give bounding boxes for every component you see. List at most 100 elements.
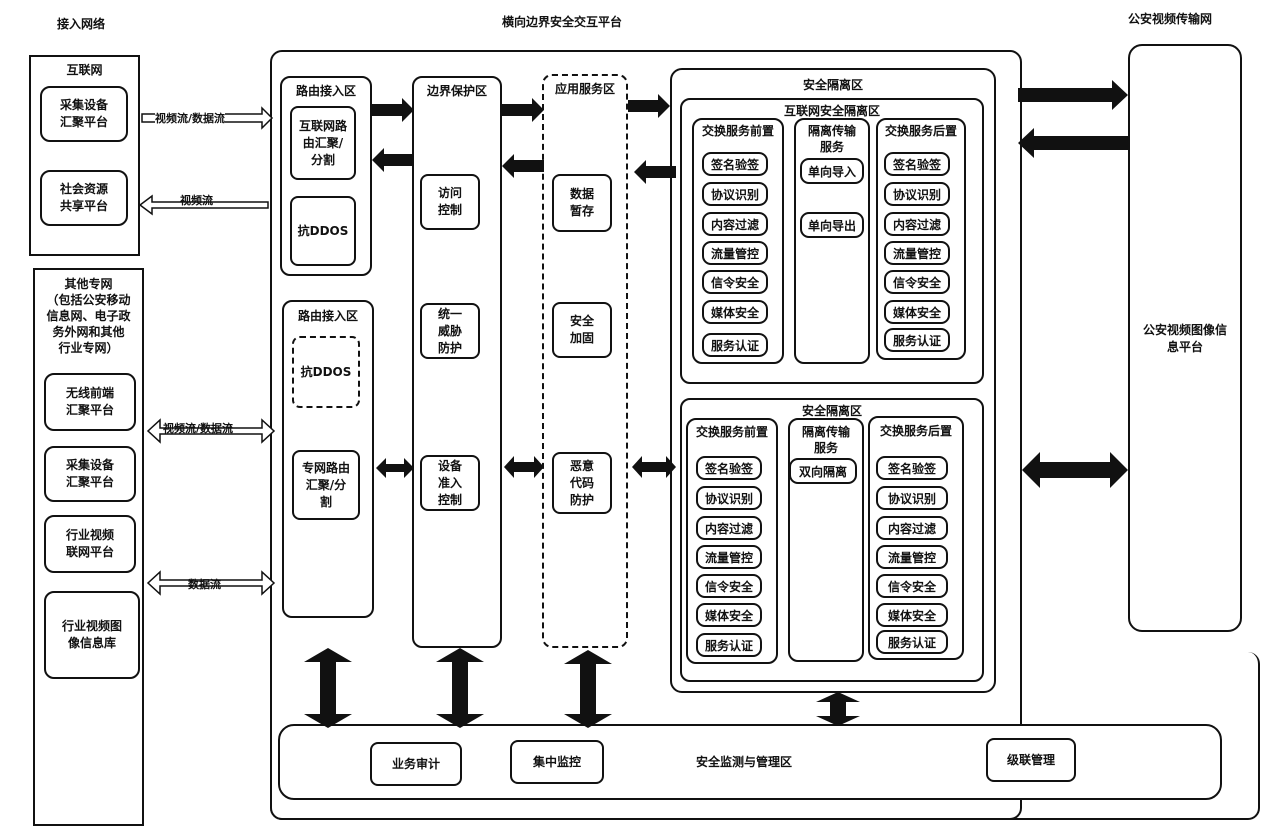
label-video-data-2: 视频流/数据流 [163,422,234,435]
iz2-back-item: 签名验签 [876,456,948,480]
iz1-back-item: 协议识别 [884,182,950,206]
access-network-header: 接入网络 [57,17,106,31]
iz2-front-item: 流量管控 [696,545,762,569]
platform-frame-extension [270,652,1260,820]
iz1-front-item: 流量管控 [702,241,768,265]
iz2-back-item: 媒体安全 [876,603,948,627]
device-admission-control: 设备 准入 控制 [420,455,480,511]
iz1-back-item: 流量管控 [884,241,950,265]
iz1-front-item: 内容过滤 [702,212,768,236]
iz2-transfer-title: 隔离传输 服务 [801,425,850,455]
iz2-front-title: 交换服务前置 [695,425,768,439]
private-router: 专网路由 汇聚/分 割 [292,450,360,520]
internet-router: 互联网路 由汇聚/ 分割 [290,106,356,180]
isolation-zone-title: 安全隔离区 [802,78,863,92]
iz2-back-title: 交换服务后置 [879,424,952,438]
arrow-app-to-boundary [502,154,544,178]
social-resource-platform: 社会资源 共享平台 [40,170,128,226]
cascade-management: 级联管理 [986,738,1076,782]
arrow-police-bidir [1022,452,1128,488]
isolation-zone-2-title: 安全隔离区 [801,404,862,418]
iz2-back-item: 协议识别 [876,486,948,510]
iz1-front-item: 签名验签 [702,152,768,176]
arrow-from-police [1018,128,1128,158]
other-collect-platform: 采集设备 汇聚平台 [44,446,136,502]
one-way-import: 单向导入 [800,158,864,184]
industry-video-link-platform: 行业视频 联网平台 [44,515,136,573]
iz1-front-item: 媒体安全 [702,300,768,324]
arrow-boundary-to-route1 [372,148,414,172]
police-network-header: 公安视频传输网 [1128,12,1213,26]
security-hardening: 安全 加固 [552,302,612,358]
one-way-export: 单向导出 [800,212,864,238]
malware-protection: 恶意 代码 防护 [552,452,612,514]
iz2-front-item: 媒体安全 [696,603,762,627]
boundary-zone-title: 边界保护区 [426,84,487,98]
wireless-platform: 无线前端 汇聚平台 [44,373,136,431]
arrow-boundary-app [504,456,544,478]
iz2-back-item: 信令安全 [876,574,948,598]
anti-ddos-2: 抗DDOS [292,336,360,408]
iz1-back-item: 内容过滤 [884,212,950,236]
internet-collect-platform: 采集设备 汇聚平台 [40,86,128,142]
arrow-vertical-route [304,648,352,728]
arrow-vertical-isolation [816,692,860,726]
app-service-zone: 应用服务区 [542,74,628,648]
iz1-back-title: 交换服务后置 [884,124,957,138]
iz1-front-item: 服务认证 [702,333,768,357]
iz2-front-item: 内容过滤 [696,516,762,540]
other-network-title: 其他专网 （包括公安移动 信息网、电子政 务外网和其他 行业专网） [46,277,131,355]
hollow-arrow-other-bidir-1 [146,418,276,444]
access-control: 访问 控制 [420,174,480,230]
iz1-back-item: 服务认证 [884,328,950,352]
iz2-back-item: 服务认证 [876,630,948,654]
data-storage: 数据 暂存 [552,174,612,232]
app-service-zone-title: 应用服务区 [554,82,615,96]
iz2-back-item: 内容过滤 [876,516,948,540]
route-zone-1-title: 路由接入区 [295,84,356,98]
iz1-back-item: 信令安全 [884,270,950,294]
arrow-route1-to-boundary [372,98,414,122]
iz1-back-item: 签名验签 [884,152,950,176]
arrow-app-to-isolation [628,94,670,118]
police-video-platform: 公安视频图像信 息平台 [1128,44,1242,632]
iz1-transfer-title: 隔离传输 服务 [807,124,856,154]
anti-ddos-1: 抗DDOS [290,196,356,266]
iz1-front-item: 信令安全 [702,270,768,294]
solid-arrows [304,80,1128,728]
unified-threat-protection: 统一 威胁 防护 [420,303,480,359]
label-data: 数据流 [188,578,221,591]
label-video-data-1: 视频流/数据流 [155,110,226,126]
platform-header: 横向边界安全交互平台 [502,15,623,29]
hollow-arrow-video-left [138,194,269,216]
iz1-back-item: 媒体安全 [884,300,950,324]
arrow-vertical-app [564,650,612,728]
arrow-app-isolation [632,456,676,478]
arrow-isolation-to-app [634,160,676,184]
other-network-zone: 其他专网 （包括公安移动 信息网、电子政 务外网和其他 行业专网） [33,268,144,826]
internet-zone: 互联网 [29,55,140,256]
iz2-front-item: 信令安全 [696,574,762,598]
central-monitoring: 集中监控 [510,740,604,784]
business-audit: 业务审计 [370,742,462,786]
two-way-isolation: 双向隔离 [789,458,857,484]
management-zone-title: 安全监测与管理区 [696,755,793,769]
arrow-boundary-to-app [502,98,544,122]
internet-isolation-title: 互联网安全隔离区 [783,104,880,118]
internet-title: 互联网 [66,63,103,77]
iz1-front-title: 交换服务前置 [701,124,774,138]
arrow-vertical-boundary [436,648,484,728]
label-video: 视频流 [180,194,213,207]
iz2-front-item: 签名验签 [696,456,762,480]
industry-video-library: 行业视频图 像信息库 [44,591,140,679]
route-zone-2-title: 路由接入区 [297,309,358,323]
iz2-front-item: 服务认证 [696,633,762,657]
arrow-to-police-1 [1018,80,1128,110]
iz1-front-item: 协议识别 [702,182,768,206]
boundary-zone: 边界保护区 [412,76,502,648]
iz2-front-item: 协议识别 [696,486,762,510]
arrow-route2-boundary [376,458,414,478]
hollow-arrow-other-bidir-2 [146,570,276,596]
iz2-back-item: 流量管控 [876,545,948,569]
